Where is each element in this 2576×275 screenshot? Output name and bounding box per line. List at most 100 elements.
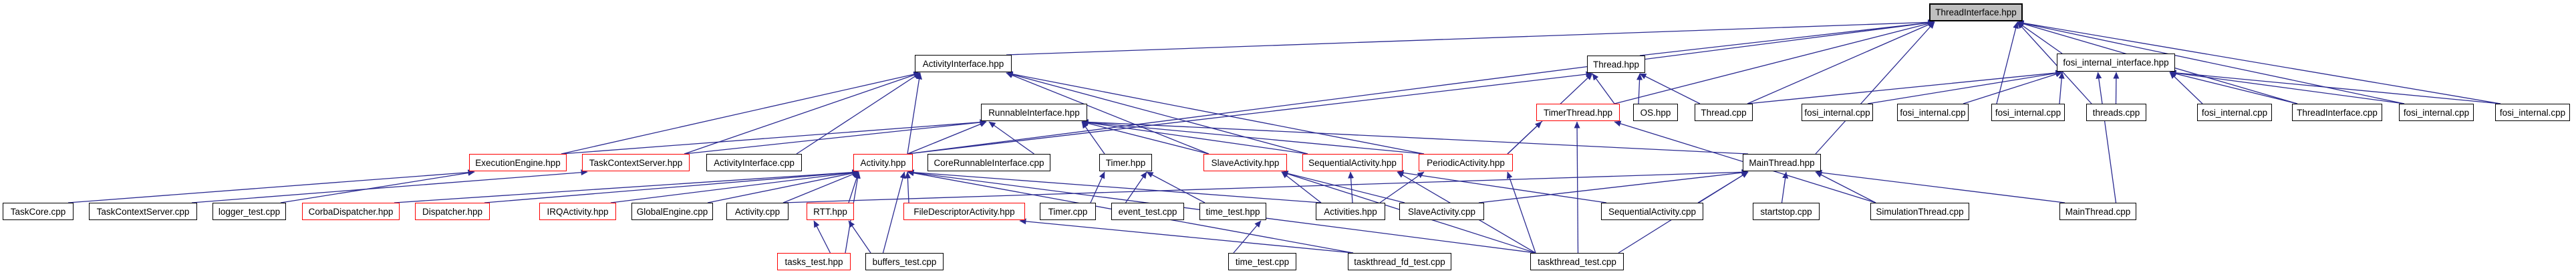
graph-node-dispatcher-hpp[interactable]: Dispatcher.hpp [415, 203, 490, 220]
include-edge [1506, 171, 1536, 254]
include-edge [904, 171, 911, 203]
include-edge [2017, 21, 2063, 54]
include-edge [1006, 71, 1425, 155]
include-edge [1348, 171, 1354, 203]
include-edge [1815, 21, 1935, 155]
graph-node-os-hpp[interactable]: OS.hpp [1633, 104, 1678, 121]
graph-node-rtt-hpp[interactable]: RTT.hpp [807, 203, 854, 220]
graph-node-taskcore-cpp[interactable]: TaskCore.cpp [3, 203, 74, 220]
graph-node-time-test-hpp[interactable]: time_test.hpp [1199, 203, 1266, 220]
graph-node-filedescriptoractivity-hpp[interactable]: FileDescriptorActivity.hpp [903, 203, 1025, 220]
graph-node-mainthread-cpp[interactable]: MainThread.cpp [2059, 203, 2136, 220]
graph-node-fosi-internal-cpp-4[interactable]: fosi_internal.cpp [2197, 104, 2272, 121]
include-edge [1146, 171, 1205, 203]
graph-node-taskthread-fd-test-cpp[interactable]: taskthread_fd_test.cpp [1348, 253, 1451, 270]
include-edge [2169, 70, 2298, 104]
graph-node-activity-cpp[interactable]: Activity.cpp [726, 203, 789, 220]
graph-node-sequentialactivity-hpp[interactable]: SequentialActivity.hpp [1302, 154, 1403, 171]
include-edge [907, 121, 987, 155]
graph-node-fosi-internal-cpp-5[interactable]: fosi_internal.cpp [2399, 104, 2474, 121]
graph-node-threads-cpp[interactable]: threads.cpp [2086, 104, 2146, 121]
include-edge [848, 220, 871, 254]
include-edge [988, 121, 1034, 155]
include-edge [1867, 70, 2063, 104]
include-edge [796, 72, 921, 155]
include-edge [1081, 118, 1749, 155]
graph-node-thread-hpp[interactable]: Thread.hpp [1587, 56, 1645, 73]
include-edge [1478, 169, 1749, 203]
include-edge [1507, 121, 1542, 155]
graph-node-threadinterface-cpp[interactable]: ThreadInterface.cpp [2292, 104, 2382, 121]
include-edge [1815, 169, 2065, 203]
graph-node-globalengine-cpp[interactable]: GlobalEngine.cpp [631, 203, 713, 220]
graph-node-activityinterface-cpp[interactable]: ActivityInterface.cpp [706, 154, 802, 171]
graph-node-activity-hpp[interactable]: Activity.hpp [853, 154, 913, 171]
include-edge [561, 119, 987, 155]
include-edge [1233, 220, 1262, 254]
include-edge [561, 71, 921, 155]
graph-node-irqactivity-hpp[interactable]: IRQActivity.hpp [539, 203, 616, 220]
include-edge [1281, 171, 1322, 203]
graph-node-tasks-test-hpp[interactable]: tasks_test.hpp [777, 253, 851, 270]
include-edge [2096, 72, 2117, 203]
graph-node-buffers-test-cpp[interactable]: buffers_test.cpp [865, 253, 944, 270]
include-edge [1081, 119, 1425, 155]
include-edge [1574, 121, 1580, 254]
graph-node-fosi-internal-cpp-2[interactable]: fosi_internal.cpp [1897, 104, 1969, 121]
graph-node-executionengine-hpp[interactable]: ExecutionEngine.hpp [469, 154, 567, 171]
include-edge [1006, 19, 1935, 56]
graph-node-fosi-internal-cpp-1[interactable]: fosi_internal.cpp [1802, 104, 1873, 121]
include-edge [1019, 218, 1354, 254]
graph-node-timer-hpp[interactable]: Timer.hpp [1099, 154, 1152, 171]
include-edge [1614, 20, 1935, 104]
graph-node-slaveactivity-hpp[interactable]: SlaveActivity.hpp [1203, 154, 1287, 171]
graph-node-thread-cpp[interactable]: Thread.cpp [1695, 104, 1753, 121]
graph-node-fosi-internal-cpp-3[interactable]: fosi_internal.cpp [1991, 104, 2065, 121]
include-edge [907, 72, 922, 155]
graph-node-activities-hpp[interactable]: Activities.hpp [1316, 203, 1385, 220]
graph-node-timerthread-hpp[interactable]: TimerThread.hpp [1536, 104, 1620, 121]
include-edge [1996, 21, 2019, 104]
graph-node-fosi-internal-cpp-6[interactable]: fosi_internal.cpp [2495, 104, 2570, 121]
graph-node-simulationthread-cpp[interactable]: SimulationThread.cpp [1870, 203, 1969, 220]
include-edge [1815, 171, 1876, 203]
graph-node-corerunnableinterface-cpp[interactable]: CoreRunnableInterface.cpp [927, 154, 1050, 171]
graph-node-timer-cpp[interactable]: Timer.cpp [1040, 203, 1096, 220]
include-edge [707, 170, 859, 203]
graph-node-taskcontextserver-cpp[interactable]: TaskContextServer.cpp [89, 203, 197, 220]
include-edge [2017, 21, 2092, 104]
include-edge [1639, 73, 1701, 104]
graph-node-fosi-internal-interface-hpp[interactable]: fosi_internal_interface.hpp [2057, 54, 2175, 72]
include-edge [1781, 171, 1789, 203]
graph-node-mainthread-hpp[interactable]: MainThread.hpp [1743, 154, 1821, 171]
include-edge [1747, 70, 2063, 104]
graph-node-taskcontextserver-hpp[interactable]: TaskContextServer.hpp [582, 154, 690, 171]
graph-node-corbadispatcher-hpp[interactable]: CorbaDispatcher.hpp [302, 203, 400, 220]
include-edge [1081, 119, 1308, 155]
include-edge [1090, 171, 1105, 203]
include-edge [882, 171, 906, 254]
graph-node-sequentialactivity-cpp[interactable]: SequentialActivity.cpp [1601, 203, 1703, 220]
include-edge [2169, 70, 2405, 104]
graph-node-taskthread-test-cpp[interactable]: taskthread_test.cpp [1530, 253, 1624, 270]
include-edge [1081, 121, 1105, 155]
graph-node-threadinterface-hpp[interactable]: ThreadInterface.hpp [1929, 3, 2023, 21]
graph-node-event-test-cpp[interactable]: event_test.cpp [1111, 203, 1184, 220]
graph-node-slaveactivity-cpp[interactable]: SlaveActivity.cpp [1399, 203, 1484, 220]
include-edge [782, 171, 859, 203]
graph-node-startstop-cpp[interactable]: startstop.cpp [1753, 203, 1820, 220]
graph-node-periodicactivity-hpp[interactable]: PeriodicActivity.hpp [1419, 154, 1513, 171]
include-edge [1006, 72, 1308, 155]
graph-node-time-test-cpp[interactable]: time_test.cpp [1228, 253, 1296, 270]
include-edge [2017, 20, 2405, 104]
include-edge [813, 220, 831, 254]
include-edge [2113, 72, 2120, 104]
include-edge [1379, 171, 1425, 203]
include-edge [2058, 72, 2065, 104]
graph-node-activityinterface-hpp[interactable]: ActivityInterface.hpp [915, 55, 1012, 72]
include-edge [1592, 73, 1615, 104]
graph-node-runnableinterface-hpp[interactable]: RunnableInterface.hpp [981, 104, 1087, 121]
graph-node-logger-test-cpp[interactable]: logger_test.cpp [212, 203, 286, 220]
include-edge [1636, 73, 1643, 104]
